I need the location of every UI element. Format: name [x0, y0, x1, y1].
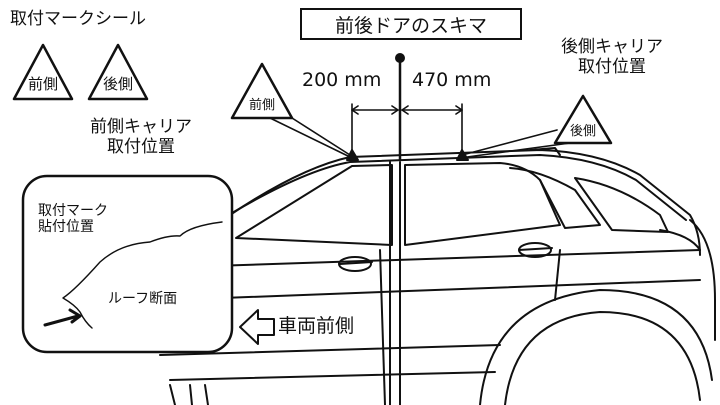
rear-carrier-mark-icon — [456, 149, 469, 161]
mark-arrow-icon — [43, 308, 82, 327]
door-gap-pointer-head-icon — [395, 53, 405, 63]
rear-carrier-label-line2: 取付位置 — [578, 56, 646, 77]
rear-mark-triangle-icon — [87, 43, 149, 101]
front-carrier-label-line1: 前側キャリア — [90, 117, 192, 137]
front-dimension: 200 mm — [302, 69, 382, 91]
car-body-outline — [149, 147, 716, 405]
front-callout-triangle-icon — [230, 62, 294, 120]
roof-section-profile — [62, 221, 223, 329]
front-carrier-label: 前側キャリア 取付位置 — [66, 117, 216, 157]
front-callout-mark: 前側 — [248, 98, 275, 113]
dimension-lines — [351, 103, 463, 151]
legend-rear-mark: 後側 — [102, 75, 133, 93]
rear-dimension: 470 mm — [412, 69, 492, 91]
front-carrier-label-line2: 取付位置 — [107, 136, 175, 157]
front-mark-triangle-icon — [12, 43, 74, 101]
rear-callout-triangle-icon — [553, 94, 613, 145]
legend-title: 取付マークシール — [10, 9, 146, 29]
rear-callout-mark: 後側 — [569, 124, 596, 139]
roof-section-inset — [21, 174, 234, 354]
rear-carrier-label-line1: 後側キャリア — [561, 37, 663, 57]
vehicle-front-arrow-icon — [239, 309, 275, 345]
legend-front-mark: 前側 — [27, 75, 58, 93]
rear-carrier-label: 後側キャリア 取付位置 — [532, 37, 692, 77]
inset-mark-label: 取付マーク 貼付位置 — [38, 203, 108, 235]
page-title: 前後ドアのスキマ — [300, 8, 522, 40]
vehicle-front-label: 車両前側 — [278, 315, 355, 337]
inset-mark-label-line2: 貼付位置 — [38, 219, 94, 236]
roof-section-label: ルーフ断面 — [108, 291, 178, 307]
inset-mark-label-line1: 取付マーク — [38, 203, 108, 219]
